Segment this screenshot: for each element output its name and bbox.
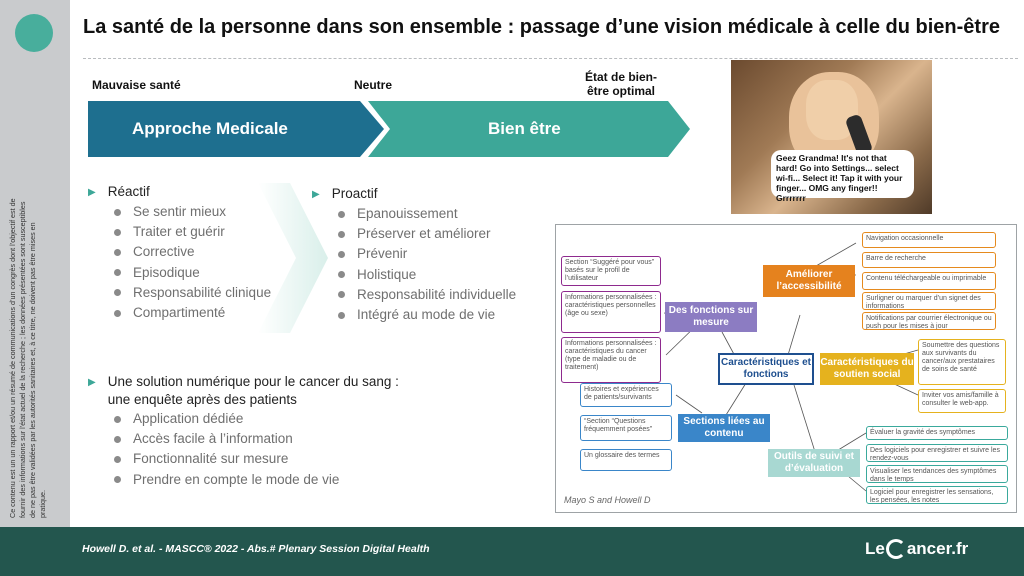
approach-arrows — [88, 101, 690, 157]
sidebar-circle-icon — [15, 14, 53, 52]
list-item: Intégré au mode de vie — [338, 305, 516, 325]
notifications-box: Notifications par courrier électronique … — [862, 312, 996, 330]
stories-box: Histoires et expériences de patients/sur… — [580, 383, 672, 407]
scale-middle-label: Neutre — [354, 78, 393, 92]
solution-list: Application dédiée Accès facile à l’info… — [114, 409, 418, 490]
bookmark-box: Surligner ou marquer d’un signet des inf… — [862, 292, 996, 310]
node-sections-contenu: Sections liées au contenu — [678, 414, 770, 442]
medical-approach-label: Approche Medicale — [132, 119, 288, 138]
node-accessibilite: Améliorer l’accessibilité — [763, 265, 855, 297]
wellbeing-label: Bien être — [488, 119, 561, 138]
node-fonctions-sur-mesure: Des fonctions sur mesure — [665, 302, 757, 332]
node-soutien-social: Caractéristiques du soutien social — [820, 353, 914, 385]
diagram-credit: Mayo S and Howell D — [564, 495, 651, 505]
slide-title: La santé de la personne dans son ensembl… — [83, 16, 1000, 38]
features-mindmap: Section “Suggéré pour vous” basés sur le… — [555, 224, 1017, 513]
list-item: Episodique — [114, 263, 271, 283]
reactive-block: ▶ Réactif Se sentir mieux Traiter et guér… — [88, 183, 271, 323]
scale-right-label: État de bien-être optimal — [584, 70, 657, 98]
reactive-list: Se sentir mieux Traiter et guérir Correc… — [114, 202, 271, 323]
lecancer-logo[interactable]: Le ancer.fr — [865, 539, 968, 559]
logo-c-icon — [885, 539, 906, 559]
logo-right-text: ancer.fr — [906, 539, 969, 558]
journal-box: Logiciel pour enregistrer les sensations… — [866, 486, 1008, 504]
scale-left-label: Mauvaise santé — [92, 78, 181, 92]
solution-heading: Une solution numérique pour le cancer du… — [107, 374, 399, 407]
cancer-info-box: Informations personnalisées : caractéris… — [561, 337, 661, 383]
proactive-block: ▶ Proactif Epanouissement Préserver et am… — [312, 185, 516, 325]
proactive-list: Epanouissement Préserver et améliorer Pr… — [338, 204, 516, 325]
symptom-trends-box: Visualiser les tendances des symptômes d… — [866, 465, 1008, 483]
disclaimer-text: Ce contenu est un un rapport et/ou un ré… — [8, 198, 47, 518]
node-center: Caractéristiques et fonctions — [718, 353, 814, 385]
list-item: Préserver et améliorer — [338, 224, 516, 244]
list-item: Accès facile à l’information — [114, 429, 418, 449]
list-item: Epanouissement — [338, 204, 516, 224]
invite-friends-box: Inviter vos amis/famille à consulter le … — [918, 389, 1006, 413]
child-phone-photo: Geez Grandma! It's not that hard! Go int… — [731, 60, 932, 214]
photo-caption: Geez Grandma! It's not that hard! Go int… — [771, 150, 914, 203]
logo-left-text: Le — [865, 539, 885, 558]
title-divider — [83, 58, 1018, 59]
downloadable-box: Contenu téléchargeable ou imprimable — [862, 272, 996, 290]
navigation-box: Navigation occasionnelle — [862, 232, 996, 248]
wellbeing-arrow — [368, 101, 690, 157]
list-item: Responsabilité clinique — [114, 283, 271, 303]
search-bar-box: Barre de recherche — [862, 252, 996, 268]
list-item: Prendre en compte le mode de vie — [114, 470, 418, 490]
symptom-severity-box: Évaluer la gravité des symptômes — [866, 426, 1008, 440]
faq-box: “Section “Questions fréquemment posées” — [580, 415, 672, 441]
list-item: Prévenir — [338, 244, 516, 264]
transition-arrow — [258, 183, 328, 333]
suggested-section-box: Section “Suggéré pour vous” basés sur le… — [561, 256, 661, 286]
triangle-bullet-icon: ▶ — [88, 377, 96, 388]
footer: Howell D. et al. - MASCC® 2022 - Abs.# P… — [0, 527, 1024, 576]
appointments-box: Des logiciels pour enregistrer et suivre… — [866, 444, 1008, 462]
solution-block: ▶ Une solution numérique pour le cancer d… — [88, 373, 418, 490]
personal-info-box: Informations personnalisées : caractéris… — [561, 291, 661, 333]
list-item: Holistique — [338, 265, 516, 285]
triangle-bullet-icon: ▶ — [312, 189, 320, 200]
list-item: Application dédiée — [114, 409, 418, 429]
medical-arrow — [88, 101, 384, 157]
submit-questions-box: Soumettre des questions aux survivants d… — [918, 339, 1006, 385]
list-item: Compartimenté — [114, 303, 271, 323]
sidebar: Ce contenu est un un rapport et/ou un ré… — [0, 0, 70, 527]
list-item: Se sentir mieux — [114, 202, 271, 222]
glossary-box: Un glossaire des termes — [580, 449, 672, 471]
list-item: Traiter et guérir — [114, 222, 271, 242]
triangle-bullet-icon: ▶ — [88, 187, 96, 198]
footer-citation: Howell D. et al. - MASCC® 2022 - Abs.# P… — [82, 543, 430, 555]
list-item: Corrective — [114, 242, 271, 262]
reactive-heading: Réactif — [107, 184, 150, 199]
proactive-heading: Proactif — [331, 186, 378, 201]
list-item: Responsabilité individuelle — [338, 285, 516, 305]
node-outils-suivi: Outils de suivi et d’évaluation — [768, 449, 860, 477]
list-item: Fonctionnalité sur mesure — [114, 449, 418, 469]
